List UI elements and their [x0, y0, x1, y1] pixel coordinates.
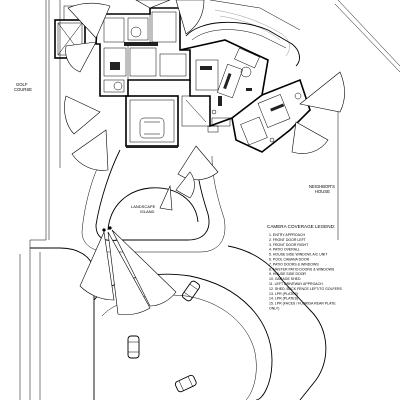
camera-cone-lpr-right — [111, 229, 177, 307]
legend-item: 11. LEFT DRIVEWAY APPROACH — [269, 282, 323, 286]
camera-cone-lpr-left — [79, 230, 115, 301]
camera-cone-rear-top — [135, 0, 171, 9]
legend-item: 14. LPR (PLATES) — [269, 297, 298, 301]
neighbor-house-label-line1: NEIGHBOR'S — [309, 184, 335, 189]
camera-cone-island-2 — [175, 171, 195, 199]
legend-item: 9. HOUSE SIDE DOOR — [269, 272, 306, 276]
golf-course-label: GOLF COURSE — [14, 82, 32, 92]
camera-marker — [102, 228, 106, 232]
camera-cone-golf-left-2 — [65, 41, 97, 73]
car-driveway-center — [127, 335, 140, 359]
camera-cone-neighbor-side — [299, 71, 345, 113]
camera-coverage-cones — [64, 0, 345, 316]
neighbor-house-label-line2: HOUSE — [315, 189, 330, 194]
legend-item: 3. FRONT DOOR RIGHT — [269, 243, 309, 247]
legend-item: 1. ENTRY APPROACH — [269, 233, 306, 237]
camera-cone-side-left-2 — [71, 129, 109, 171]
house-detail-marks — [207, 88, 275, 143]
legend-item: 6. POOL CABANA DOOR — [269, 258, 310, 262]
legend-item: 7. PATIO DOORS & WINDOWS — [269, 262, 319, 266]
landscape-island-label: LANDSCAPE ISLAND — [131, 204, 156, 214]
neighbor-house-label: NEIGHBOR'S HOUSE — [309, 184, 335, 194]
legend-item: 5. HOUSE SIDE WINDOW, A/C UNIT — [269, 253, 328, 257]
car-driveway-bottom — [174, 374, 197, 393]
camera-marker — [108, 226, 112, 230]
golf-course-label-line1: GOLF — [16, 82, 28, 87]
legend-item: 12. SHED, BACK FENCE LEFT/TO GOLFERS — [269, 287, 343, 291]
legend-item: ONLY) — [269, 307, 279, 311]
legend-item: 13. LPR (PLATES) — [269, 292, 298, 296]
house-floor-plan — [95, 7, 311, 153]
legend-item: 2. FRONT DOOR LEFT — [269, 238, 307, 242]
camera-cone-side-left — [64, 95, 101, 135]
camera-cone-island — [159, 184, 173, 211]
camera-cone-garage-front — [177, 145, 219, 181]
camera-cone-rear-patio — [175, 0, 205, 35]
legend-title: CAMERA COVERAGE LEGEND: — [267, 224, 335, 229]
landscape-island-label-line2: ISLAND — [140, 209, 155, 214]
legend-item: 15. LPR (FACES / FLORIDA REAR PLATE — [269, 302, 336, 306]
landscape-island-label-line1: LANDSCAPE — [131, 204, 156, 209]
legend-item: 10. GARAGE SHED — [269, 277, 301, 281]
camera-cone-golf-left — [67, 2, 111, 39]
camera-cone-lpr-center — [107, 231, 151, 316]
camera-cone-neighbor-side-2 — [291, 121, 329, 154]
camera-coverage-legend: CAMERA COVERAGE LEGEND: 1. ENTRY APPROAC… — [267, 224, 343, 311]
legend-item: 8. MASTER PATIO DOORS & WINDOWS — [269, 267, 335, 271]
car-driveway-right — [181, 280, 201, 302]
property-lines — [29, 0, 400, 400]
legend-item: 4. PATIO OVERALL — [269, 248, 300, 252]
golf-course-label-line2: COURSE — [14, 87, 32, 92]
